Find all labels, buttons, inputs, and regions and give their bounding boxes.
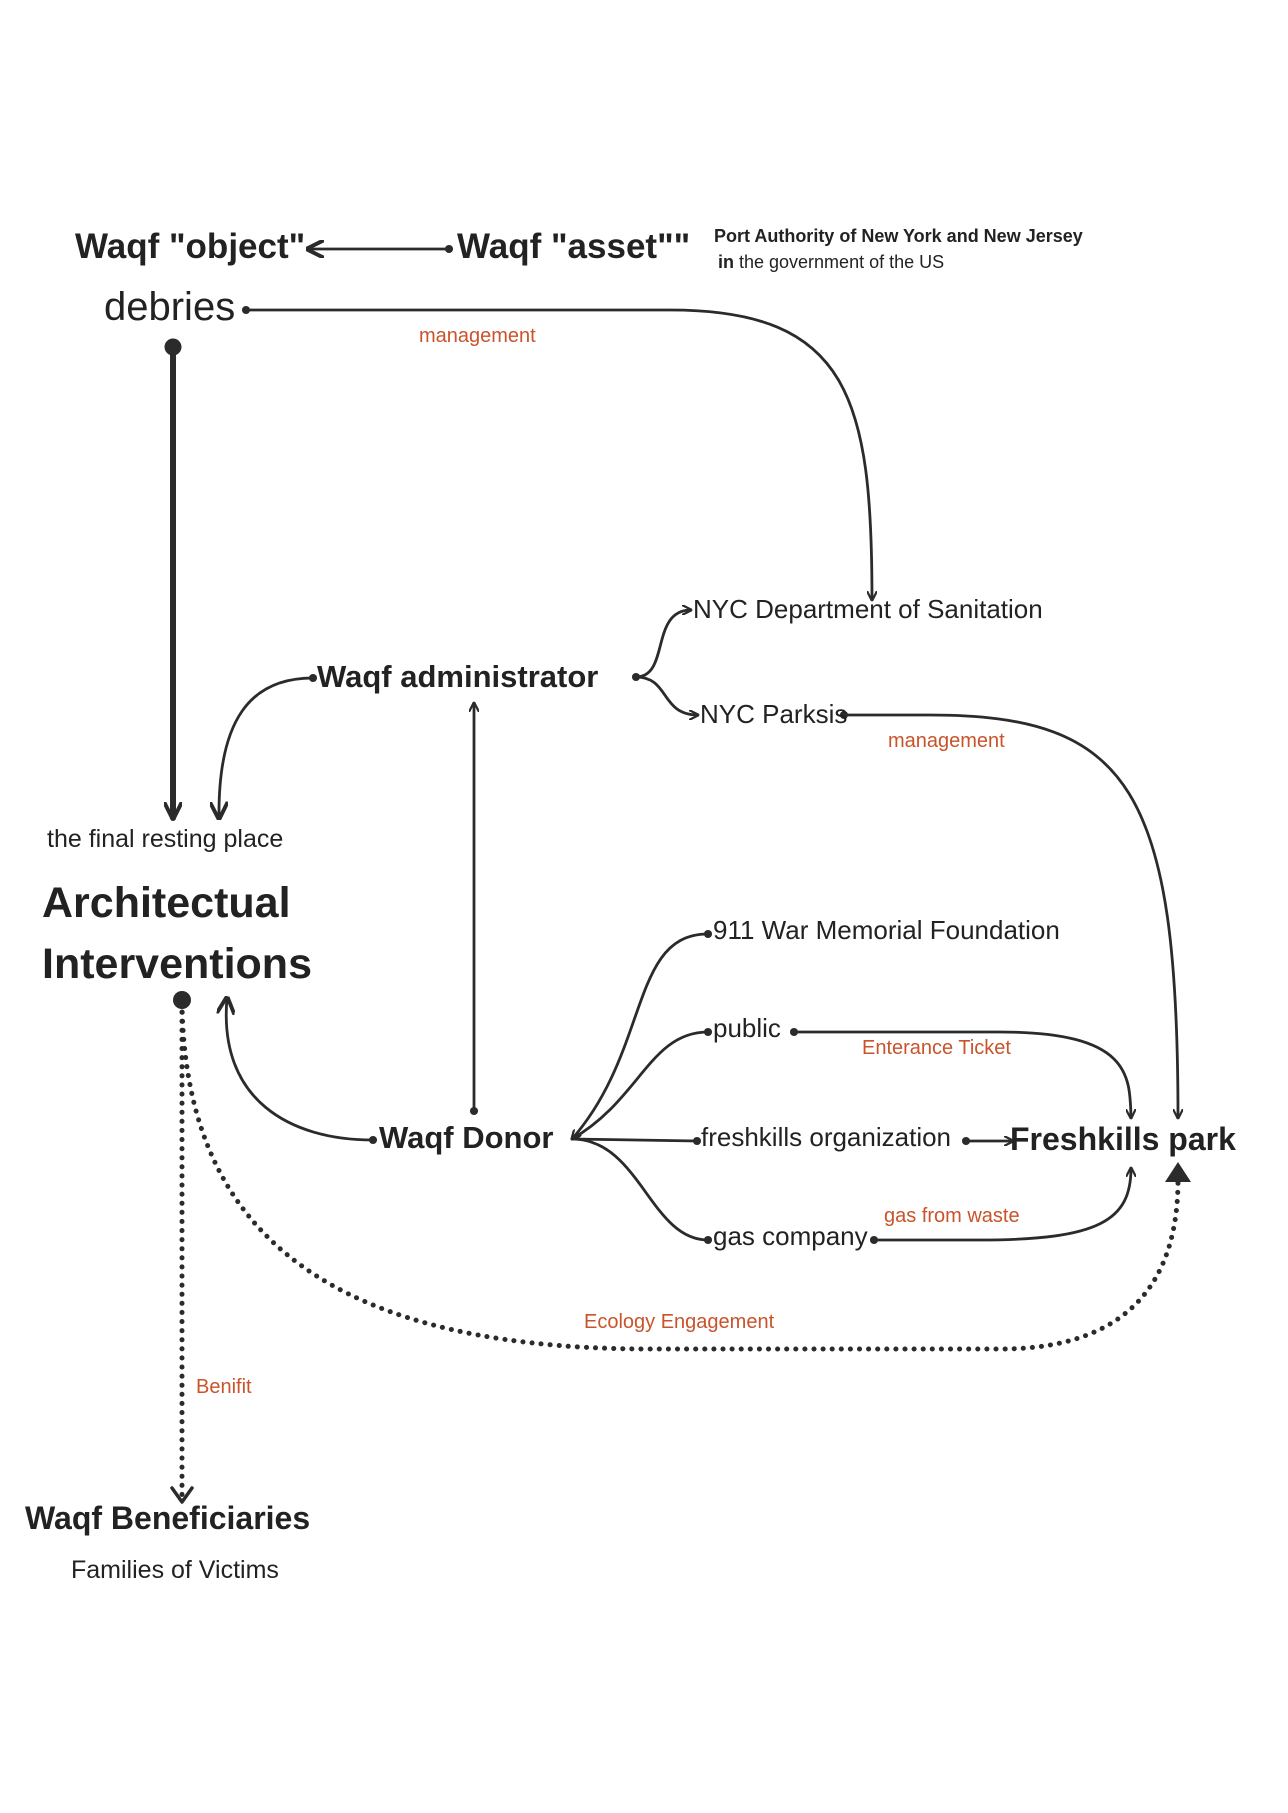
edge-donor-to-architectual (226, 998, 373, 1140)
gas-from-waste-label: gas from waste (884, 1205, 1020, 1227)
final-resting-place-label: the final resting place (47, 825, 284, 853)
edge-administrator-to-parks (634, 675, 700, 715)
benifit-arrowhead (170, 1486, 194, 1504)
port-authority-subtitle-text: the government of the US (734, 252, 945, 272)
edge-public-to-freshkills-park (794, 1032, 1131, 1120)
edge-freshkills-org-to-donor (570, 1136, 702, 1146)
waqf-donor-label: Waqf Donor (379, 1120, 554, 1155)
benifit-label: Benifit (196, 1376, 252, 1398)
waqf-asset-label: Waqf "asset"" (457, 227, 691, 266)
edge-public-to-donor (570, 1027, 713, 1141)
edge-parks-to-freshkills-park (844, 715, 1178, 1120)
port-authority-title: Port Authority of New York and New Jerse… (714, 226, 1083, 246)
edge-architectual-to-freshkills-park (179, 1000, 1181, 1352)
debries-label: debries (104, 285, 236, 329)
nyc-sanitation-label: NYC Department of Sanitation (693, 594, 1043, 624)
edge-administrator-to-sanitation (636, 610, 693, 677)
edge-gas-company-to-donor (570, 1137, 713, 1245)
public-label: public (713, 1013, 781, 1043)
management-label-parks: management (888, 730, 1005, 752)
memorial-foundation-label: 911 War Memorial Foundation (713, 915, 1060, 945)
architectual-interventions-label: Architectual Interventions (42, 873, 312, 995)
edge-gas-company-to-freshkills-park (874, 1166, 1131, 1240)
waqf-object-label: Waqf "object" (75, 227, 306, 266)
architectual-line2: Interventions (42, 940, 312, 989)
freshkills-park-label: Freshkills park (1010, 1121, 1236, 1157)
architectual-anchor-dot (173, 991, 191, 1009)
management-label-top: management (419, 325, 536, 347)
entrance-ticket-label: Enterance Ticket (862, 1037, 1011, 1059)
port-authority-prefix: in (718, 252, 734, 272)
edge-administrator-to-resting-place (219, 678, 313, 818)
families-of-victims-label: Families of Victims (71, 1556, 279, 1584)
nyc-parks-label: NYC Parksis (700, 699, 848, 729)
waqf-beneficiaries-label: Waqf Beneficiaries (25, 1500, 311, 1536)
freshkills-org-label: freshkills organization (701, 1122, 952, 1152)
waqf-administrator-label: Waqf administrator (317, 659, 599, 694)
gas-company-label: gas company (713, 1221, 868, 1251)
edge-debries-to-sanitation (246, 310, 872, 602)
architectual-line1: Architectual (42, 879, 291, 927)
port-authority-subtitle: in the government of the US (718, 253, 944, 271)
ecology-arrowhead (1165, 1162, 1191, 1182)
edge-memorial-to-donor (572, 934, 708, 1139)
ecology-engagement-label: Ecology Engagement (584, 1311, 775, 1333)
